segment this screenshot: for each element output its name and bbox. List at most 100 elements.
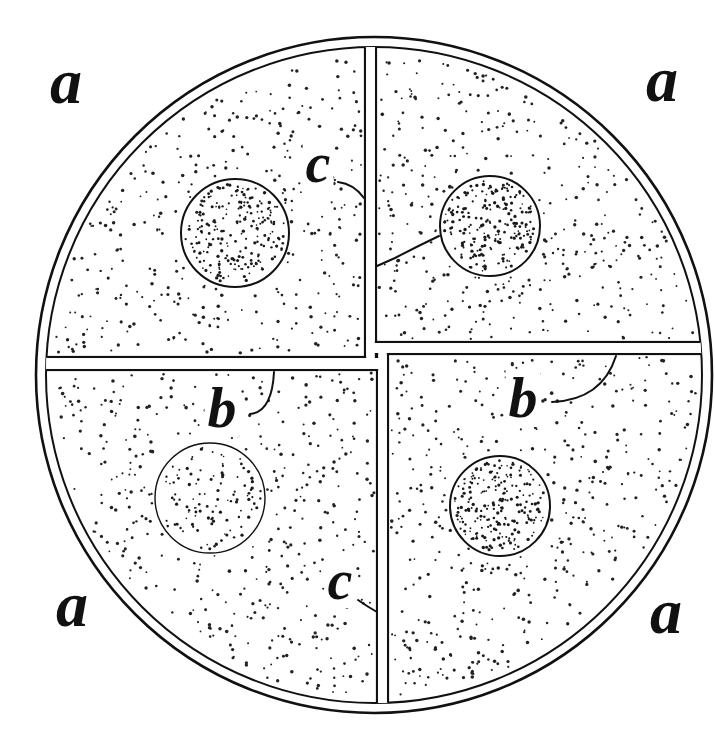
nucleus-dot (509, 247, 511, 249)
stipple-dot (255, 114, 258, 117)
stipple-dot (563, 486, 566, 489)
stipple-dot (297, 407, 299, 409)
stipple-dot (496, 662, 499, 665)
stipple-dot (126, 330, 128, 332)
stipple-dot (278, 444, 281, 447)
stipple-dot (615, 390, 618, 393)
stipple-dot (473, 366, 476, 369)
nucleus-dot (484, 264, 486, 266)
stipple-dot (286, 591, 289, 594)
stipple-dot (292, 188, 295, 191)
stipple-dot (301, 105, 303, 107)
nucleus-dot (498, 233, 500, 235)
stipple-dot (547, 330, 549, 332)
stipple-dot (661, 311, 664, 314)
stipple-dot (131, 374, 133, 376)
nucleus-dot (208, 196, 210, 198)
stipple-dot (640, 236, 644, 240)
stipple-dot (93, 387, 95, 389)
stipple-dot (593, 460, 597, 464)
nucleus-dot (489, 185, 492, 188)
stipple-dot (411, 540, 414, 543)
stipple-dot (566, 622, 569, 625)
nucleus-dot (493, 201, 496, 204)
nucleus-dot (226, 255, 228, 257)
nucleus-dot (238, 516, 240, 518)
nucleus-dot (193, 250, 195, 252)
stipple-dot (627, 474, 629, 476)
nucleus-dot (218, 264, 221, 267)
nucleus-dot (480, 224, 483, 227)
stipple-dot (420, 489, 423, 492)
stipple-dot (450, 655, 452, 657)
stipple-dot (608, 550, 611, 553)
stipple-dot (394, 290, 397, 293)
stipple-dot (287, 252, 290, 255)
stipple-dot (396, 492, 399, 495)
stipple-dot (392, 163, 395, 166)
stipple-dot (319, 570, 321, 572)
stipple-dot (121, 472, 123, 474)
nucleus-dot (450, 231, 452, 233)
stipple-dot (333, 329, 336, 332)
nucleus-dot (480, 217, 483, 220)
stipple-dot (187, 190, 190, 193)
stipple-dot (125, 284, 128, 287)
stipple-dot (563, 228, 565, 230)
stipple-dot (341, 207, 343, 209)
stipple-dot (220, 293, 224, 297)
nucleus-dot (509, 196, 511, 198)
nucleus-dot (519, 225, 522, 228)
stipple-dot (86, 268, 89, 271)
stipple-dot (153, 273, 156, 276)
nucleus-dot (267, 208, 269, 210)
stipple-dot (331, 201, 333, 203)
stipple-dot (582, 232, 586, 236)
stipple-dot (321, 250, 323, 252)
stipple-dot (579, 275, 581, 277)
stipple-dot (313, 232, 316, 235)
stipple-dot (569, 522, 572, 525)
stipple-dot (284, 202, 286, 204)
stipple-dot (284, 156, 286, 158)
stipple-dot (88, 452, 91, 455)
stipple-dot (182, 267, 185, 270)
stipple-dot (474, 72, 477, 75)
stipple-dot (159, 396, 162, 399)
stipple-dot (492, 394, 495, 397)
stipple-dot (210, 348, 213, 351)
stipple-dot (122, 386, 124, 388)
stipple-dot (256, 578, 258, 580)
stipple-dot (553, 462, 555, 464)
nucleus-dot (523, 235, 525, 237)
stipple-dot (319, 396, 322, 399)
stipple-dot (445, 509, 448, 512)
stipple-dot (125, 439, 127, 441)
stipple-dot (104, 224, 108, 228)
stipple-dot (316, 687, 319, 690)
stipple-dot (505, 87, 508, 90)
stipple-dot (570, 401, 573, 404)
nucleus-dot (267, 217, 269, 219)
nucleus-dot (250, 252, 253, 255)
stipple-dot (134, 428, 136, 430)
stipple-dot (391, 633, 393, 635)
stipple-dot (397, 121, 399, 123)
nucleus-dot (253, 241, 256, 244)
stipple-dot (424, 149, 428, 153)
stipple-dot (139, 429, 141, 431)
stipple-dot (255, 91, 257, 93)
stipple-dot (372, 550, 375, 553)
stipple-dot (501, 86, 504, 89)
stipple-dot (265, 566, 267, 568)
stipple-dot (579, 612, 582, 615)
nucleus-dot (452, 221, 455, 224)
nucleus-dot (483, 260, 485, 262)
stipple-dot (398, 441, 400, 443)
stipple-dot (572, 377, 574, 379)
stipple-dot (336, 535, 338, 537)
nucleus-dot (513, 215, 516, 218)
nucleus-dot (528, 241, 531, 244)
stipple-dot (58, 387, 60, 389)
stipple-dot (502, 283, 504, 285)
